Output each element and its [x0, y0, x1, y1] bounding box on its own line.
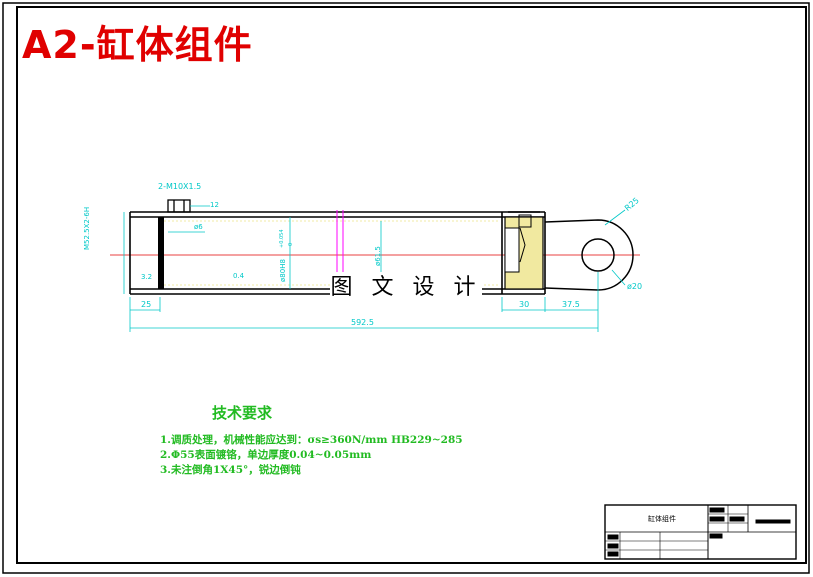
- dim-phi6: ø6: [194, 223, 203, 231]
- dim-bore: ø80H8: [279, 259, 287, 282]
- tech-line-3: 3.未注倒角1X45°，锐边倒钝: [160, 464, 301, 476]
- dimension-lines: [123, 205, 626, 332]
- gland-ring: [158, 217, 164, 289]
- dim-30: 30: [519, 300, 530, 309]
- dim-37-5: 37.5: [562, 300, 580, 309]
- dim-port-small: 12: [210, 201, 219, 209]
- title-block: [604, 504, 797, 560]
- roughness-32: 3.2: [141, 273, 153, 281]
- port-boss: [167, 199, 191, 213]
- dim-total: 592.5: [351, 318, 374, 327]
- dim-61-5: ø61.5: [374, 246, 382, 266]
- title-block-name: 缸体组件: [648, 515, 676, 523]
- roughness-04: 0.4: [233, 272, 245, 280]
- thread-callout: 2-M10X1.5: [158, 182, 202, 191]
- tech-line-2: 2.Φ55表面镀铬，单边厚度0.04~0.05mm: [160, 449, 372, 461]
- inner-border: [16, 6, 807, 564]
- dim-tol-upper: +0.054: [279, 229, 285, 248]
- tech-line-1: 1.调质处理，机械性能应达到：σs≥360N/mm HB229~285: [160, 434, 463, 446]
- watermark-text: 图 文 设 计: [330, 272, 482, 304]
- dim-tol-lower: 0: [288, 242, 294, 246]
- clevis-eye: [544, 219, 634, 291]
- tech-requirements-title: 技术要求: [212, 404, 273, 422]
- dim-phi20: ø20: [627, 282, 643, 291]
- drawing-title: A2-缸体组件: [22, 23, 253, 67]
- dim-25: 25: [141, 300, 152, 309]
- end-cap: [504, 211, 544, 290]
- dim-thread-left: M52.5X2-6H: [83, 206, 91, 250]
